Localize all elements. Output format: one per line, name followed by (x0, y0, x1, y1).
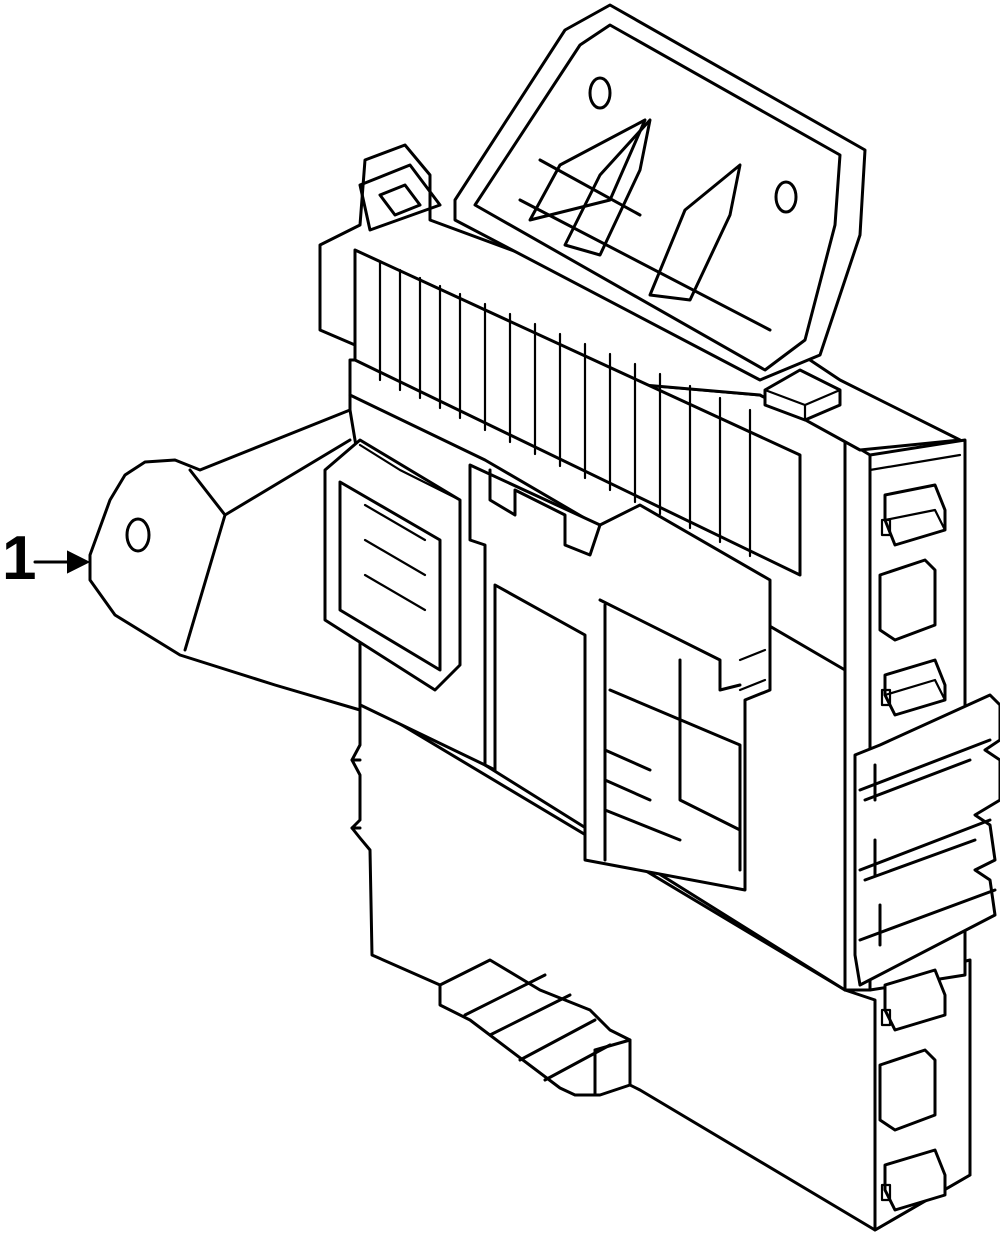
module-left-mounting-bracket (88, 408, 362, 712)
module-top-tab (763, 368, 842, 422)
module-cooling-fins (378, 260, 752, 558)
connector-right-ribbed (853, 693, 1000, 987)
callout-number-1: 1 (2, 524, 37, 593)
connector-right-upper-group (878, 483, 947, 717)
callout-1-leader (33, 550, 91, 574)
arrow-head-icon (67, 550, 91, 574)
connector-center-frame (468, 463, 772, 892)
module-top-mounting-bracket (453, 3, 867, 382)
connector-right-lower-group (878, 968, 947, 1212)
connector-bottom-plug (438, 958, 632, 1097)
connector-left-large (323, 438, 462, 692)
